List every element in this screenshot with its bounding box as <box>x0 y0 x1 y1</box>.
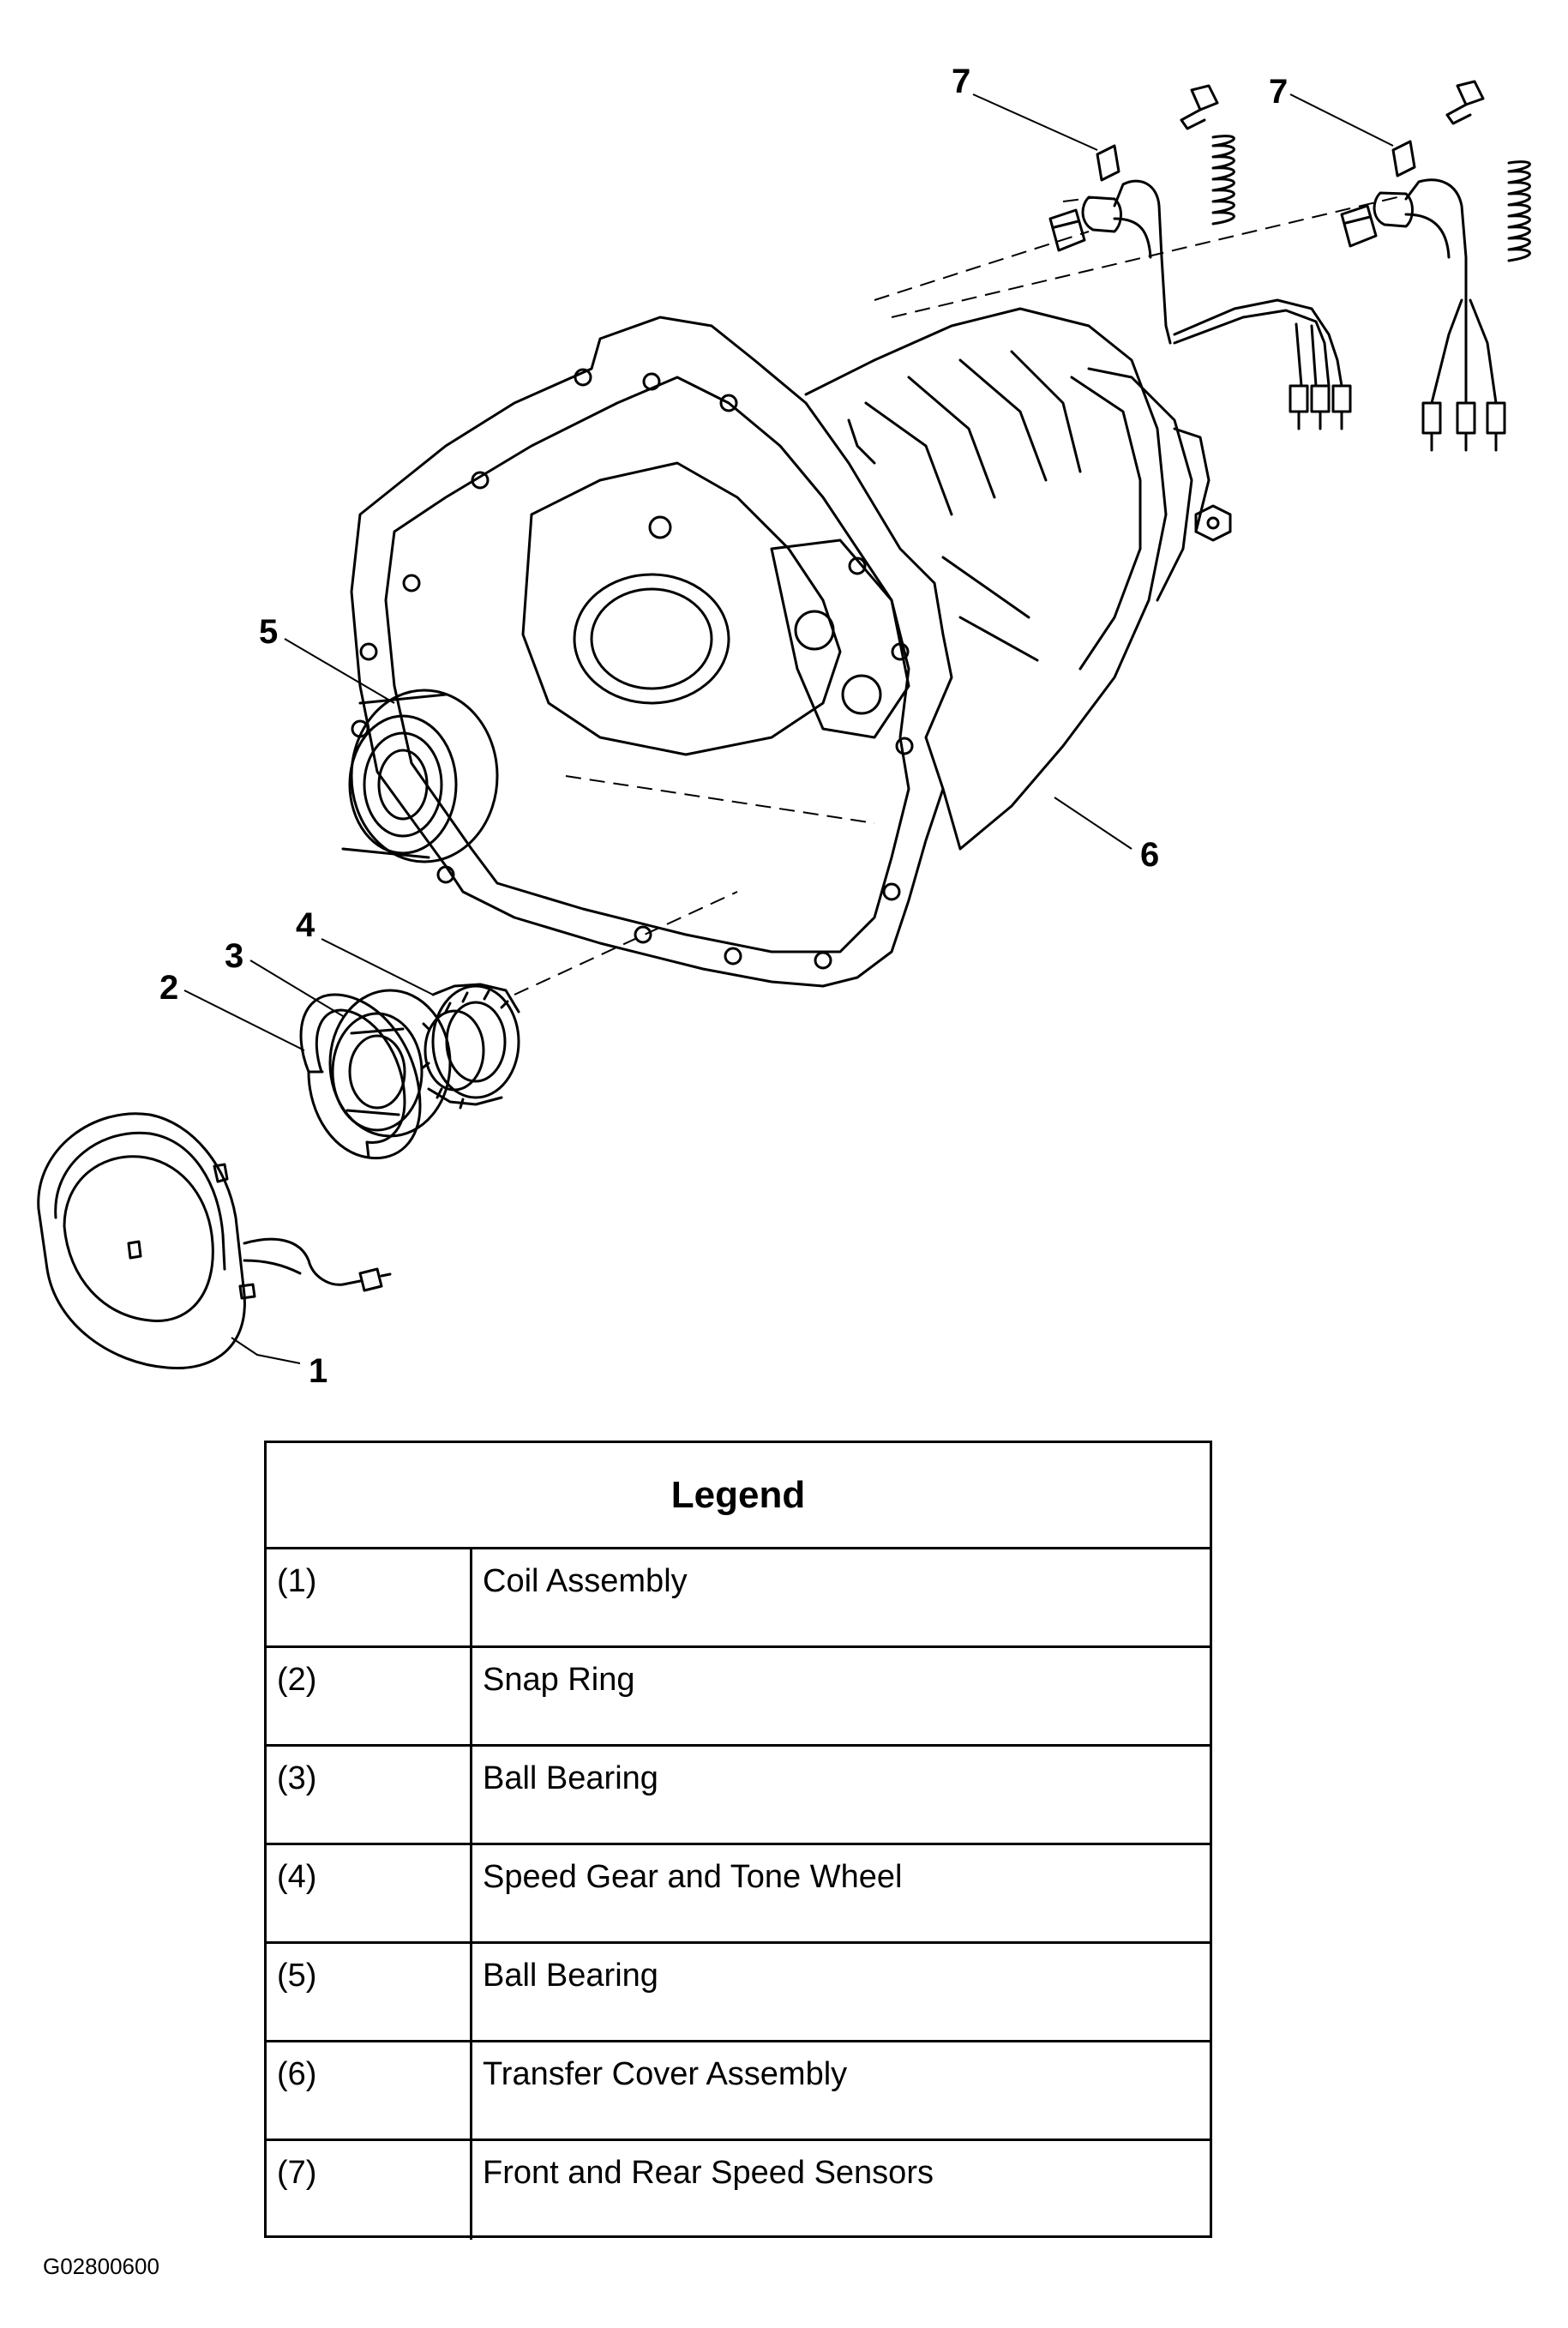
callout-7-left: 7 <box>952 63 970 100</box>
callout-6: 6 <box>1140 836 1159 874</box>
legend-description: Snap Ring <box>483 1662 635 1698</box>
speed-sensor-left <box>1048 144 1352 430</box>
legend-number: (2) <box>267 1648 472 1744</box>
legend-row: (6) Transfer Cover Assembly <box>267 2042 1210 2141</box>
figure-code: G02800600 <box>43 2253 159 2279</box>
cover-bolt-holes <box>351 368 914 970</box>
legend-number: (6) <box>267 2042 472 2139</box>
legend-description: Ball Bearing <box>483 1760 658 1796</box>
callout-4: 4 <box>296 906 315 944</box>
legend-number: (4) <box>267 1845 472 1941</box>
cover-nut <box>1194 504 1232 542</box>
alignment-lines <box>514 196 1398 996</box>
callout-3: 3 <box>225 937 243 975</box>
exploded-view-diagram: 1 2 3 4 5 6 7 7 <box>37 63 1531 1390</box>
legend-table: Legend (1) Coil Assembly (2) Snap Ring (… <box>264 1441 1212 2240</box>
legend-row: (4) Speed Gear and Tone Wheel <box>267 1845 1210 1944</box>
legend-description: Speed Gear and Tone Wheel <box>483 1859 903 1895</box>
legend-number: (5) <box>267 1944 472 2040</box>
legend-description: Transfer Cover Assembly <box>483 2056 848 2092</box>
snap-ring <box>299 993 422 1160</box>
ball-bearing-5 <box>341 689 499 863</box>
legend-row: (1) Coil Assembly <box>267 1549 1210 1648</box>
coil-assembly <box>37 1112 392 1370</box>
transfer-cover-assembly <box>350 307 1211 988</box>
legend-description: Front and Rear Speed Sensors <box>483 2155 934 2191</box>
legend-description: Ball Bearing <box>483 1958 658 1994</box>
legend-number: (3) <box>267 1747 472 1843</box>
callout-2: 2 <box>159 969 178 1007</box>
callout-1: 1 <box>309 1352 327 1390</box>
legend-row: (5) Ball Bearing <box>267 1944 1210 2042</box>
legend-description: Coil Assembly <box>483 1563 688 1599</box>
legend-number: (1) <box>267 1549 472 1645</box>
sensor-bolts-springs <box>1180 80 1531 262</box>
legend-row: (2) Snap Ring <box>267 1648 1210 1747</box>
legend-title: Legend <box>267 1443 1210 1549</box>
legend-number: (7) <box>267 2141 472 2240</box>
callout-7-right: 7 <box>1269 73 1288 111</box>
speed-sensor-right <box>1340 140 1506 452</box>
pointer-lines <box>183 93 1394 1364</box>
speed-gear-tone-wheel <box>420 983 520 1110</box>
callout-5: 5 <box>259 613 278 651</box>
legend-row: (3) Ball Bearing <box>267 1747 1210 1845</box>
legend-row: (7) Front and Rear Speed Sensors <box>267 2141 1210 2240</box>
